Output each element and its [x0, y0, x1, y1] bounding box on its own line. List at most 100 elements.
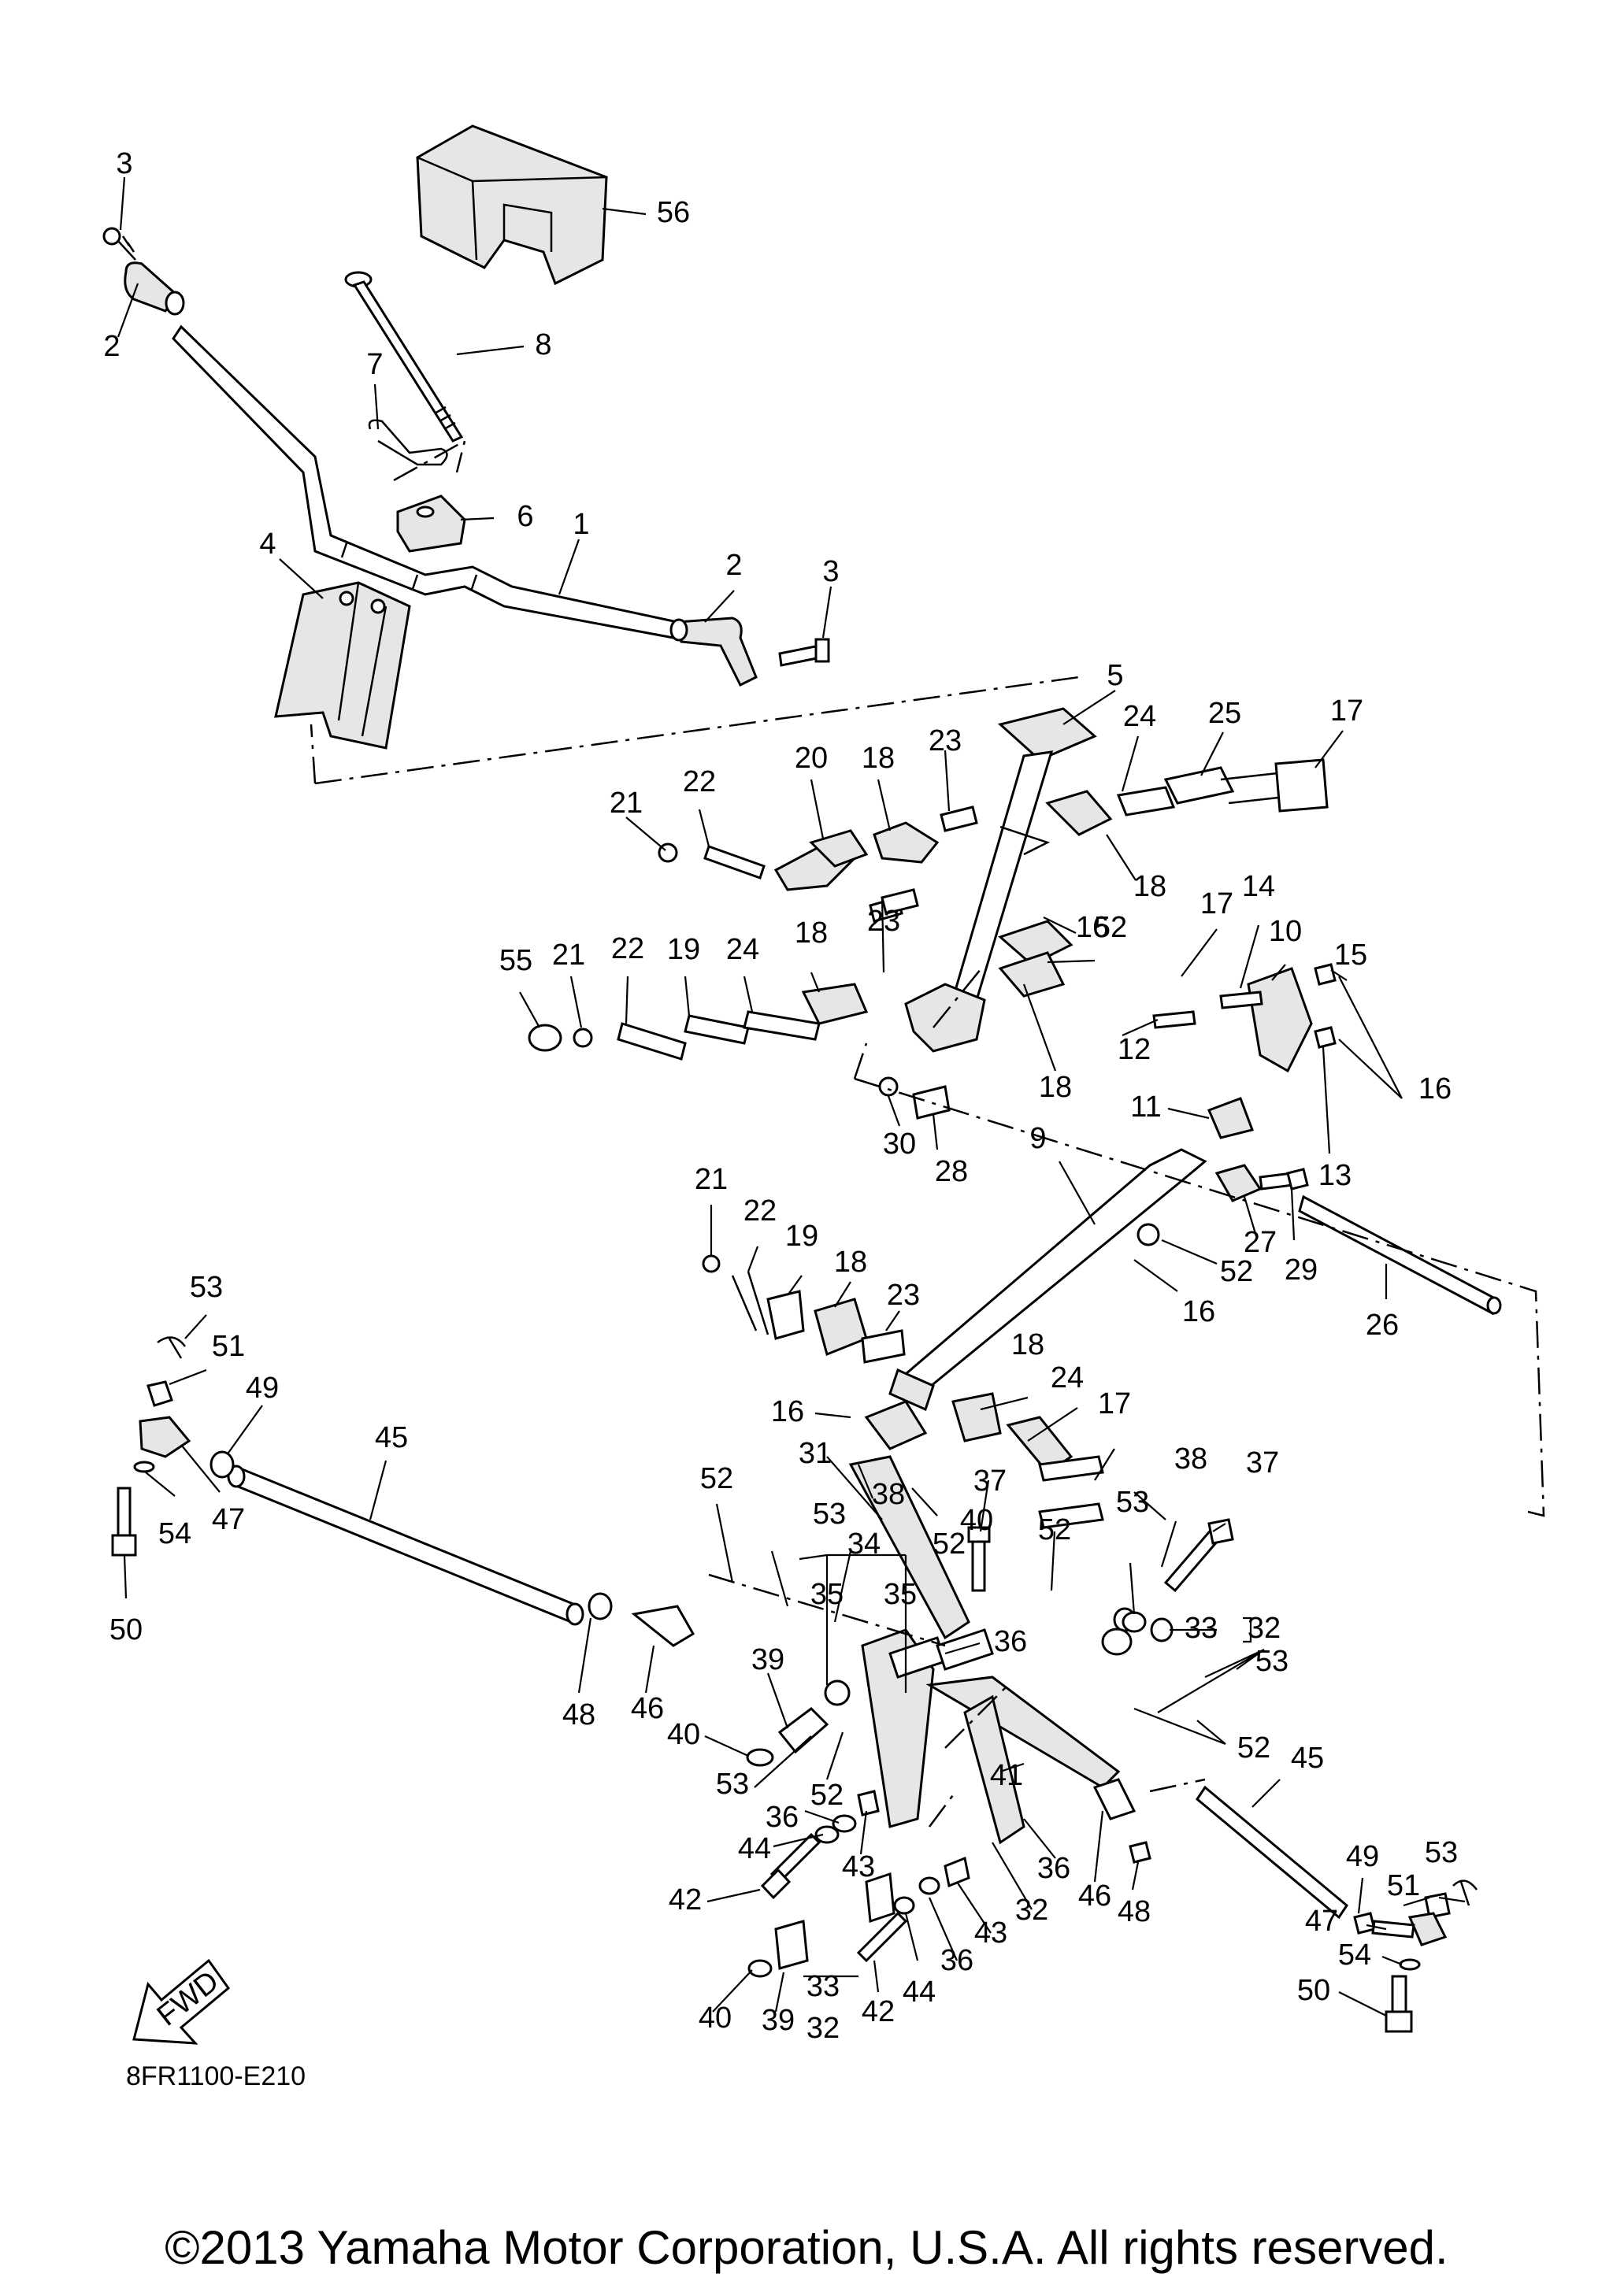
callout-54: 54	[1338, 1939, 1371, 1972]
callout-50: 50	[1297, 1974, 1330, 2007]
callout-50: 50	[109, 1613, 143, 1646]
callout-52: 52	[700, 1462, 733, 1495]
part-lower-left-hardware	[746, 1707, 970, 1978]
callout-52: 52	[1220, 1255, 1253, 1288]
part-2-elbow-top	[124, 261, 185, 316]
callout-47: 47	[1305, 1905, 1338, 1938]
part-3-screw-top	[102, 227, 136, 261]
callout-19: 19	[785, 1220, 818, 1253]
callout-25: 25	[1208, 697, 1241, 730]
part-middle-link-row	[702, 1254, 906, 1364]
callout-52: 52	[810, 1779, 844, 1812]
callout-22: 22	[611, 932, 644, 965]
callout-21: 21	[695, 1163, 728, 1196]
callout-3: 3	[116, 147, 132, 180]
callout-7: 7	[366, 348, 383, 381]
callout-23: 23	[867, 905, 900, 938]
callout-18: 18	[834, 1246, 867, 1279]
callout-18: 18	[1133, 870, 1166, 903]
callout-17: 17	[1098, 1387, 1131, 1420]
callout-42: 42	[862, 1995, 895, 2028]
callout-17: 17	[1200, 887, 1233, 920]
callout-34: 34	[847, 1528, 881, 1561]
part-26-rod	[1137, 1164, 1502, 1316]
part-5-column	[904, 707, 1097, 1053]
callout-36: 36	[1037, 1852, 1070, 1885]
callout-27: 27	[1244, 1226, 1277, 1259]
part-lower-link-row	[528, 888, 1073, 1061]
part-center-linkage	[824, 1392, 1121, 1845]
part-upper-link-row	[658, 790, 1113, 891]
callout-16: 16	[771, 1395, 804, 1428]
part-left-end-hardware	[111, 1336, 235, 1557]
callout-52: 52	[1237, 1731, 1270, 1765]
callout-39: 39	[751, 1643, 784, 1676]
callout-40: 40	[699, 2002, 732, 2035]
callout-4: 4	[259, 528, 276, 561]
callout-38: 38	[872, 1478, 905, 1511]
callout-10: 10	[1269, 915, 1302, 948]
callout-32: 32	[1248, 1612, 1281, 1645]
callout-36: 36	[940, 1944, 973, 1977]
callout-23: 23	[887, 1279, 920, 1312]
callout-11: 11	[1130, 1091, 1161, 1124]
part-2-elbow-right	[669, 617, 758, 687]
callout-labels: 3 2 56 8 7 6 1 4 2 3 5 24 25 17 23 18 20…	[103, 147, 1458, 2045]
callout-14: 14	[1242, 870, 1275, 903]
part-56-cover	[416, 124, 608, 286]
reference-code: 8FR1100-E210	[126, 2061, 306, 2091]
callout-32: 32	[1015, 1894, 1048, 1927]
callout-1: 1	[573, 508, 589, 541]
callout-28: 28	[935, 1155, 968, 1188]
callout-53: 53	[1425, 1836, 1458, 1869]
part-right-bolts	[967, 1518, 1234, 1656]
callout-52: 52	[1094, 911, 1127, 944]
callout-42: 42	[669, 1883, 702, 1916]
fwd-arrow-icon	[132, 1958, 231, 2045]
callout-12: 12	[1118, 1033, 1151, 1066]
callout-52: 52	[1038, 1513, 1071, 1546]
callout-24: 24	[1123, 700, 1156, 733]
callout-49: 49	[246, 1372, 279, 1405]
callout-9: 9	[1029, 1122, 1046, 1155]
callout-56: 56	[657, 196, 690, 229]
callout-18: 18	[795, 917, 828, 950]
part-45-rod-left	[227, 1465, 584, 1626]
callout-18: 18	[1011, 1328, 1044, 1361]
callout-40: 40	[960, 1504, 993, 1537]
callout-48: 48	[1118, 1895, 1151, 1928]
leader-lines	[117, 176, 1466, 2016]
callout-53: 53	[1116, 1486, 1149, 1519]
callout-45: 45	[1291, 1742, 1324, 1775]
callout-31: 31	[799, 1437, 832, 1470]
callout-44: 44	[738, 1832, 771, 1865]
callout-54: 54	[158, 1517, 191, 1550]
callout-35: 35	[810, 1578, 844, 1611]
part-3-screw-right	[778, 638, 830, 667]
part-10-bracket	[1152, 963, 1337, 1073]
callout-48: 48	[562, 1698, 595, 1731]
callout-40: 40	[667, 1718, 700, 1751]
callout-5: 5	[1107, 659, 1123, 692]
callout-21: 21	[552, 939, 585, 972]
callout-29: 29	[1285, 1254, 1318, 1287]
callout-6: 6	[517, 500, 533, 533]
callout-26: 26	[1366, 1309, 1399, 1342]
callout-52: 52	[933, 1528, 966, 1561]
callout-23: 23	[929, 724, 962, 757]
part-8-bolt	[344, 271, 464, 443]
callout-16: 16	[1076, 911, 1109, 944]
callout-49: 49	[1346, 1840, 1379, 1873]
callout-47: 47	[212, 1503, 245, 1536]
part-9-shaft	[888, 1148, 1207, 1412]
callout-45: 45	[375, 1421, 408, 1454]
callout-53: 53	[813, 1498, 846, 1531]
callout-37: 37	[973, 1465, 1007, 1498]
part-25-link-upper	[1116, 758, 1329, 817]
callout-8: 8	[535, 328, 551, 361]
callout-18: 18	[862, 742, 895, 775]
part-drawings	[102, 124, 1502, 2045]
callout-13: 13	[1318, 1159, 1352, 1192]
callout-16: 16	[1418, 1072, 1452, 1105]
